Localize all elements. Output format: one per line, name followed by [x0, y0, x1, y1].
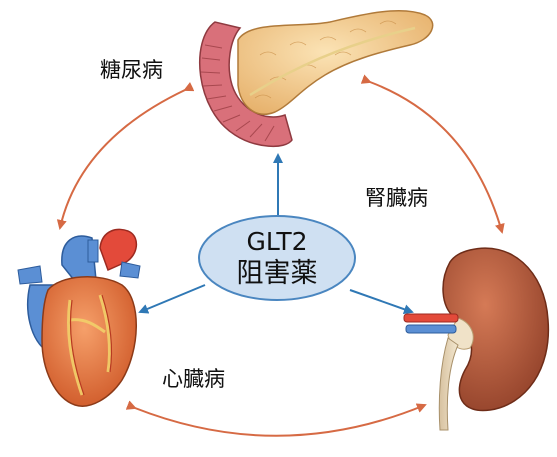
- label-kidney-disease: 腎臓病: [365, 186, 428, 210]
- arrow-to-kidney: [349, 289, 414, 315]
- pancreas-icon: [199, 10, 434, 148]
- center-line2: 阻害薬: [237, 258, 318, 289]
- center-node: GLT2 阻害薬: [198, 215, 356, 301]
- center-line1: GLT2: [246, 227, 307, 256]
- arrow-diabetes-heart: [56, 82, 195, 230]
- arrow-heart-kidney: [125, 400, 427, 437]
- relationship-arrows: [56, 74, 505, 437]
- label-diabetes: 糖尿病: [100, 58, 163, 82]
- center-ellipse: [198, 215, 356, 301]
- drug-effect-arrows: [138, 153, 414, 315]
- kidney-icon: [403, 247, 550, 431]
- arrow-diabetes-kidney: [360, 74, 505, 234]
- label-heart-disease: 心臓病: [162, 367, 225, 391]
- arrow-to-heart: [138, 284, 206, 314]
- heart-icon: [17, 228, 141, 407]
